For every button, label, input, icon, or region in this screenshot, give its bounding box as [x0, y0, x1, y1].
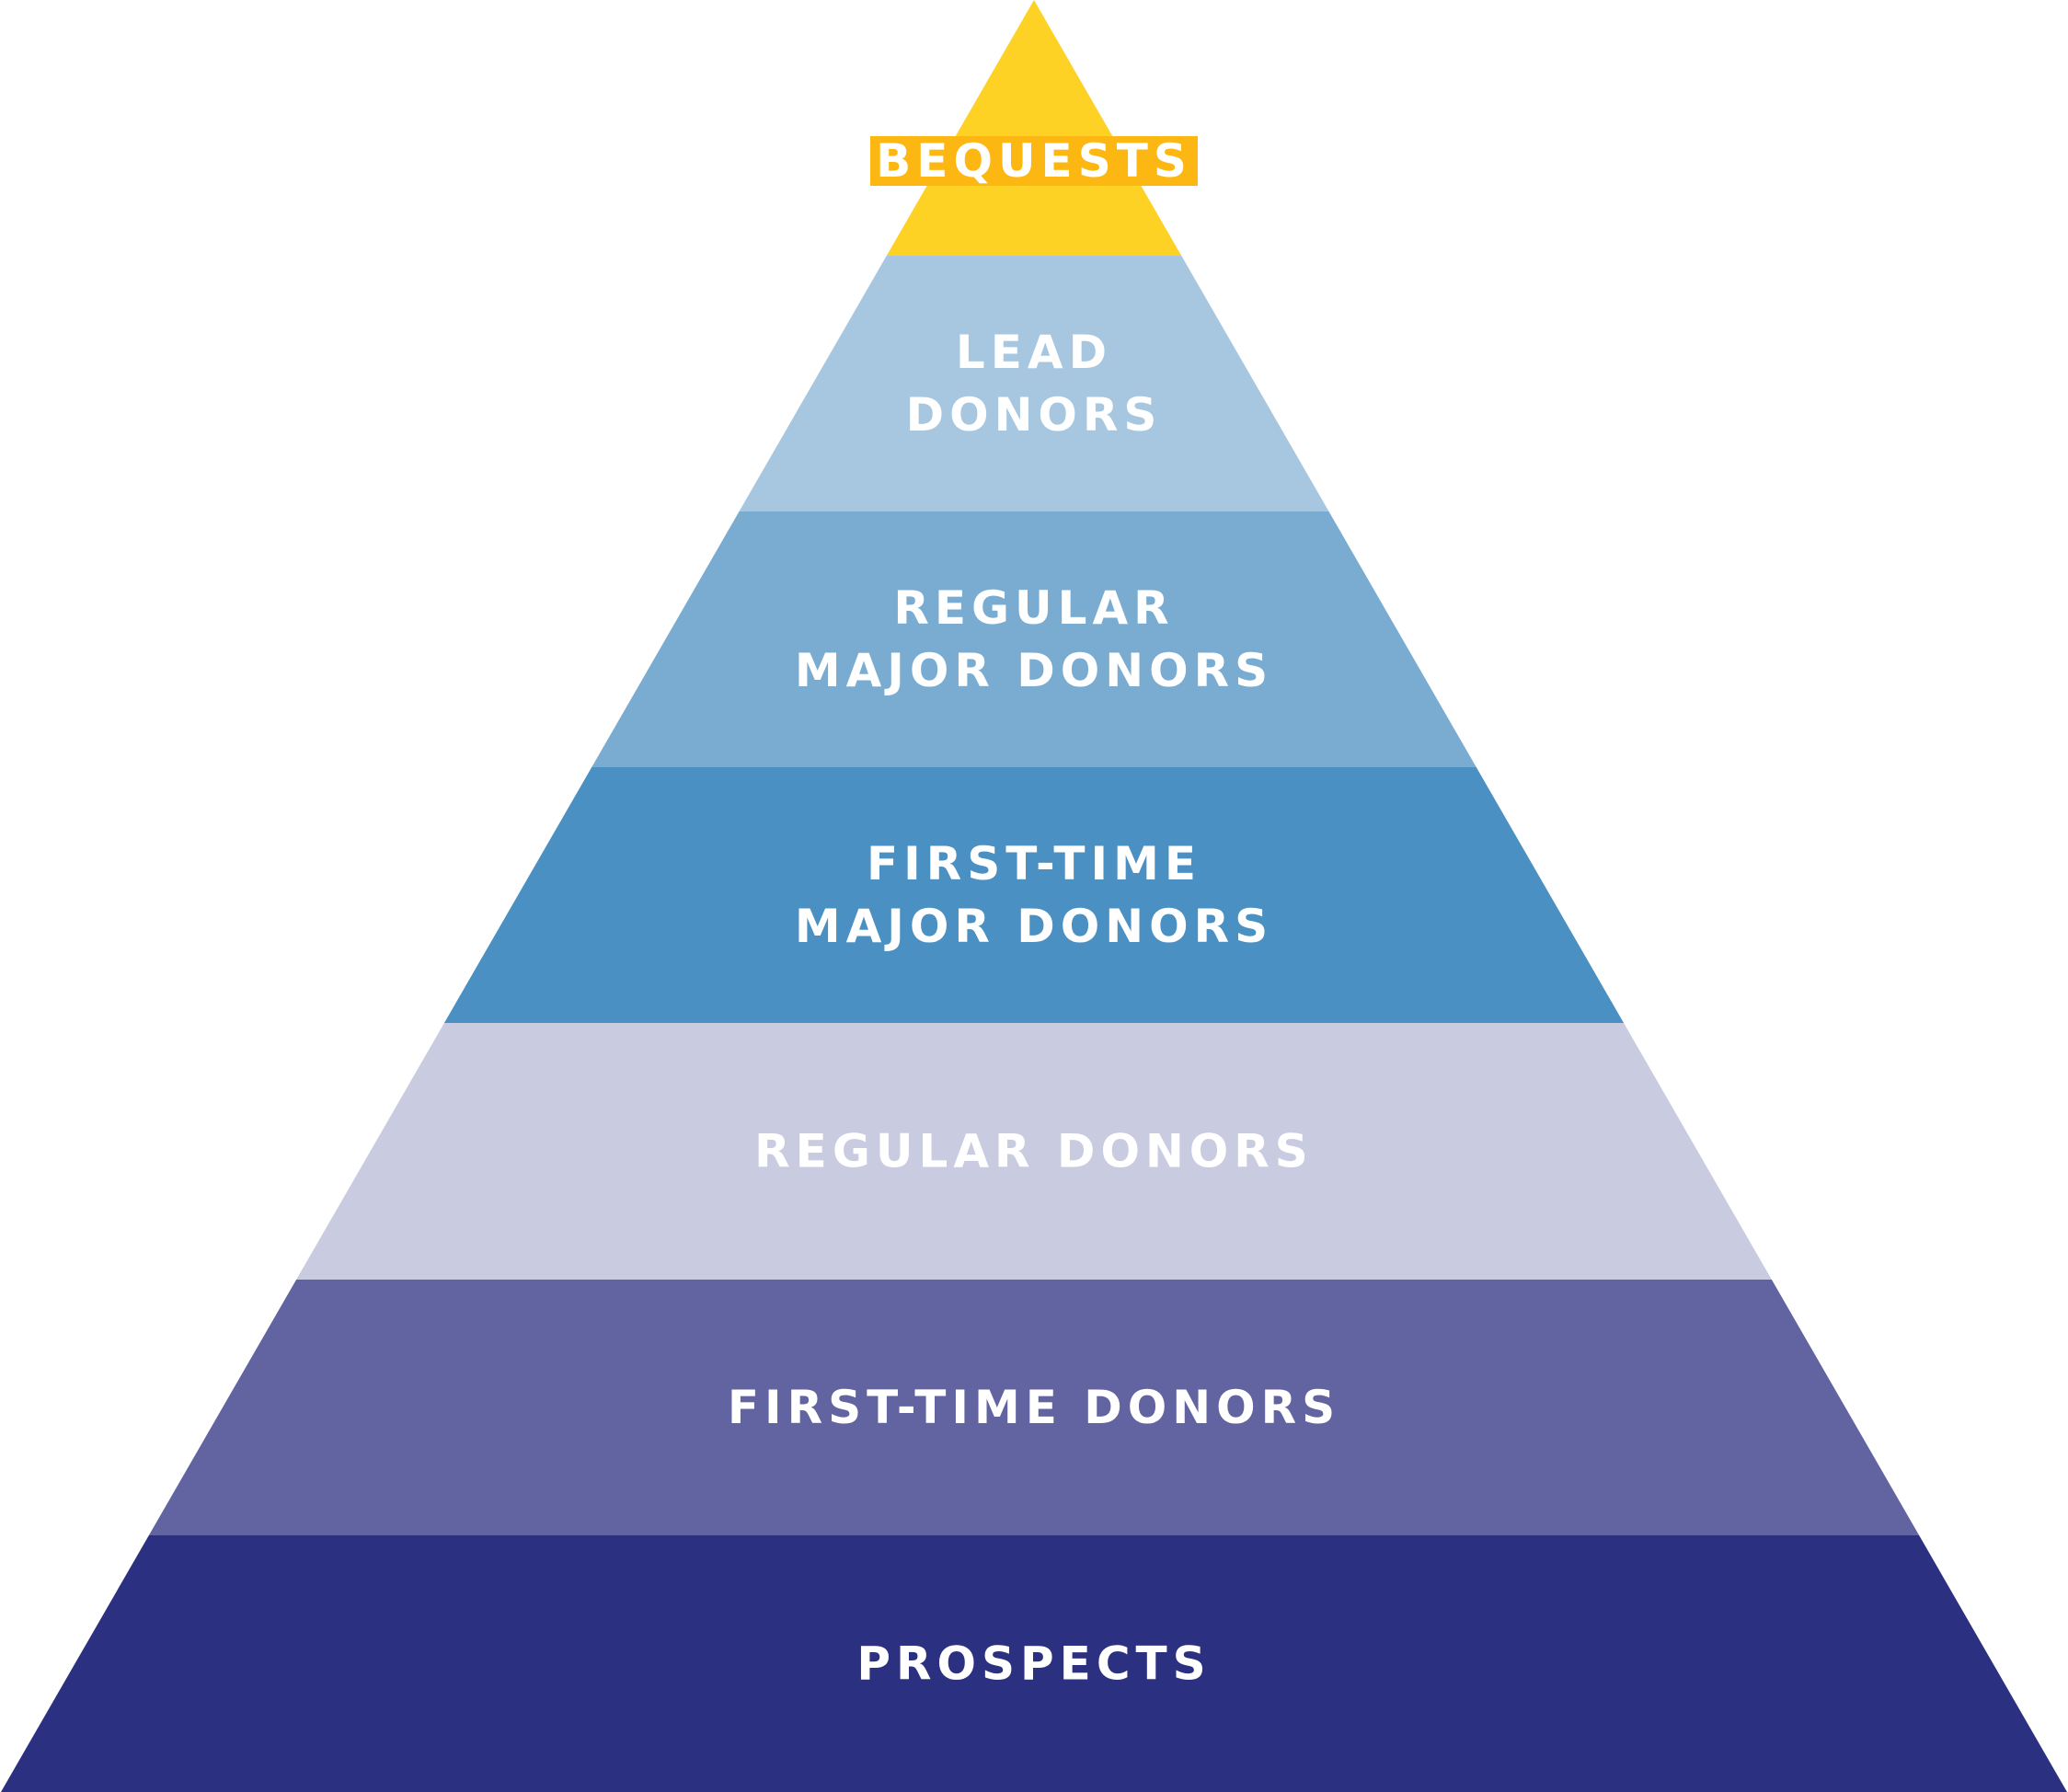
tier-bequests [886, 0, 1182, 256]
tier-label-regular-major-donors-line-2: MAJOR DONORS [795, 644, 1273, 697]
tier-label-first-time-major-donors-line-2: MAJOR DONORS [795, 900, 1273, 953]
tier-label-regular-donors: REGULAR DONORS [754, 1125, 1314, 1178]
label-highlight-bequests [870, 136, 1198, 186]
tier-prospects [1, 1535, 2067, 1792]
tier-first-time-donors [148, 1280, 1920, 1535]
tier-label-first-time-major-donors-line-1: FIRST-TIME [867, 837, 1201, 890]
tier-regular-donors [296, 1023, 1772, 1280]
pyramid-labels: BEQUESTS LEAD DONORS REGULAR MAJOR DONORS FIR… [728, 134, 1340, 1691]
tier-lead-donors [739, 256, 1329, 511]
tier-label-lead-donors-line-2: DONORS [906, 388, 1163, 442]
tier-regular-major-donors [592, 511, 1476, 767]
tier-label-bequests: BEQUESTS [876, 134, 1192, 188]
tier-label-first-time-donors: FIRST-TIME DONORS [728, 1381, 1340, 1434]
tier-label-lead-donors-line-1: LEAD [956, 326, 1112, 379]
tier-label-regular-major-donors-line-1: REGULAR [893, 581, 1174, 635]
tier-label-prospects: PROSPECTS [856, 1637, 1211, 1691]
tier-first-time-major-donors [443, 767, 1625, 1023]
